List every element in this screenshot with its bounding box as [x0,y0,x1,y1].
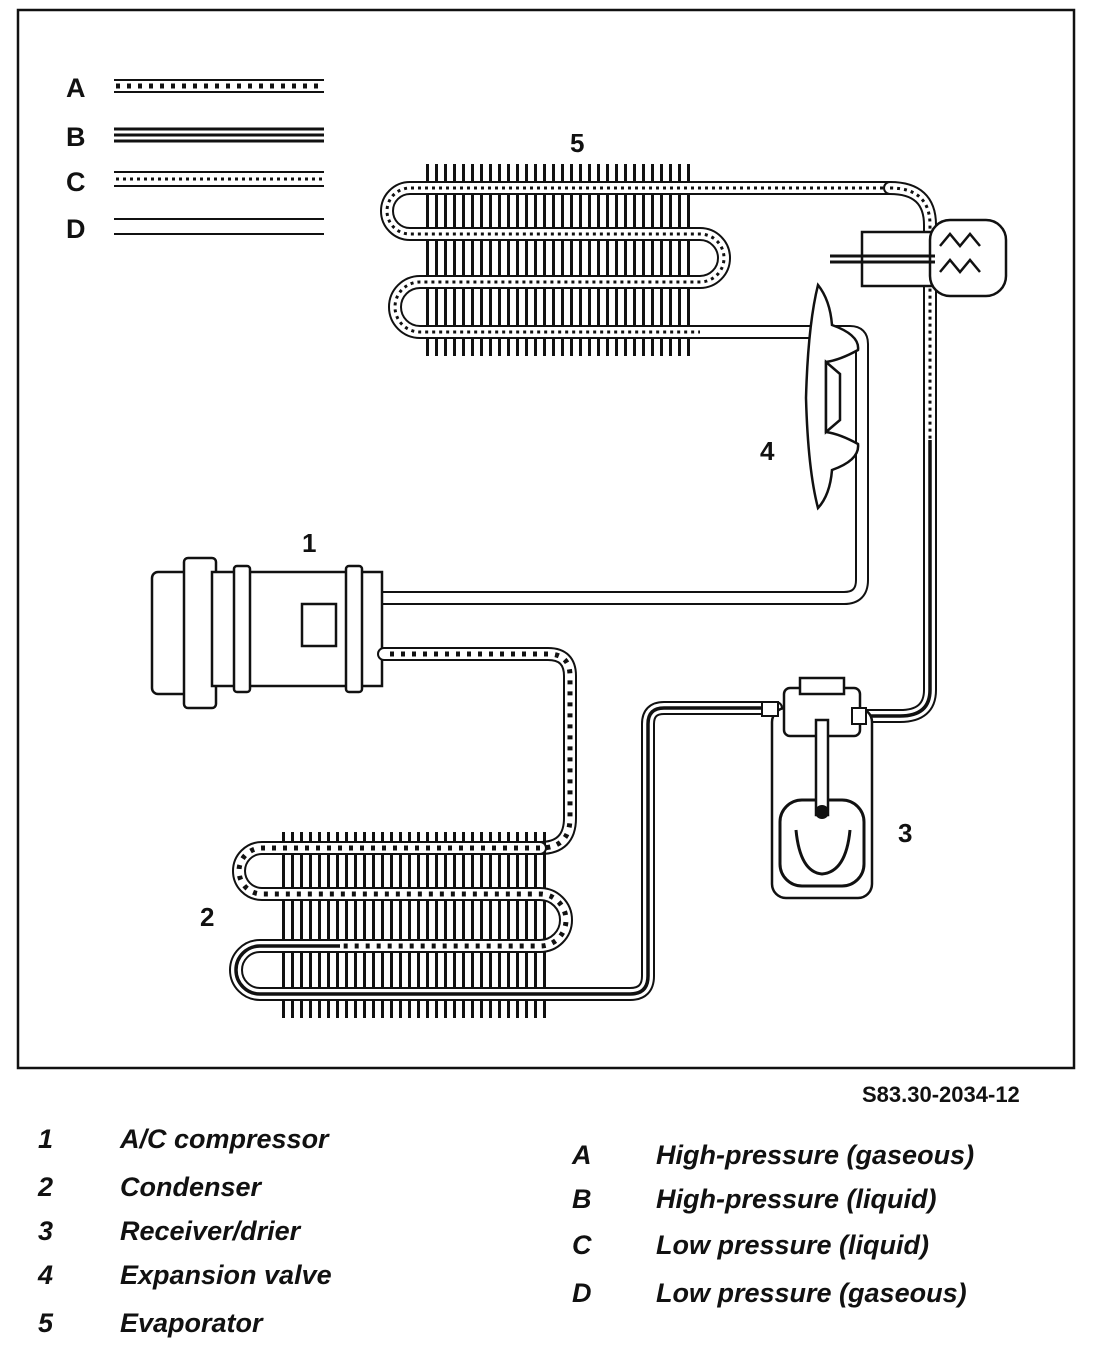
key-component-5-label: Evaporator [120,1308,263,1338]
label-1: 1 [302,528,316,558]
key-component-5-num: 5 [38,1308,54,1338]
label-4: 4 [760,436,775,466]
diagram-frame [16,8,1076,1070]
legend-line-b [114,127,324,143]
key-line-b-letter: B [572,1184,592,1214]
key-line-a-letter: A [572,1140,592,1170]
evaporator [375,164,937,723]
discharge-line [377,647,577,855]
line-legend: A B C D [66,73,324,244]
key-line-a-label: High-pressure (gaseous) [656,1140,975,1170]
ac-compressor [150,556,384,710]
key-line-d-letter: D [572,1278,592,1308]
legend-letter-b: B [66,122,86,152]
legend-letter-c: C [66,167,86,197]
expansion-valve [804,218,1008,511]
legend-line-a [114,79,324,93]
legend-letter-d: D [66,214,86,244]
key-component-4-label: Expansion valve [120,1260,332,1290]
legend-line-d [114,218,324,235]
key-component-3-num: 3 [38,1216,54,1246]
key-line-d-label: Low pressure (gaseous) [656,1278,967,1308]
condenser [229,701,783,1018]
figure-code: S83.30-2034-12 [862,1082,1020,1107]
key-line-b-label: High-pressure (liquid) [656,1184,937,1214]
receiver-drier [761,676,874,900]
key-component-1-label: A/C compressor [120,1124,329,1154]
legend-letter-a: A [66,73,86,103]
legend-line-c [114,171,324,187]
key-component-4-num: 4 [38,1260,54,1290]
label-3: 3 [898,818,912,848]
key-component-2-num: 2 [38,1172,54,1202]
label-2: 2 [200,902,214,932]
label-5: 5 [570,128,584,158]
key-component-3-label: Receiver/drier [120,1216,301,1246]
key-component-2-label: Condenser [120,1172,262,1202]
key-line-c-label: Low pressure (liquid) [656,1230,930,1260]
key-line-c-letter: C [572,1230,592,1260]
key-component-1-num: 1 [38,1124,54,1154]
